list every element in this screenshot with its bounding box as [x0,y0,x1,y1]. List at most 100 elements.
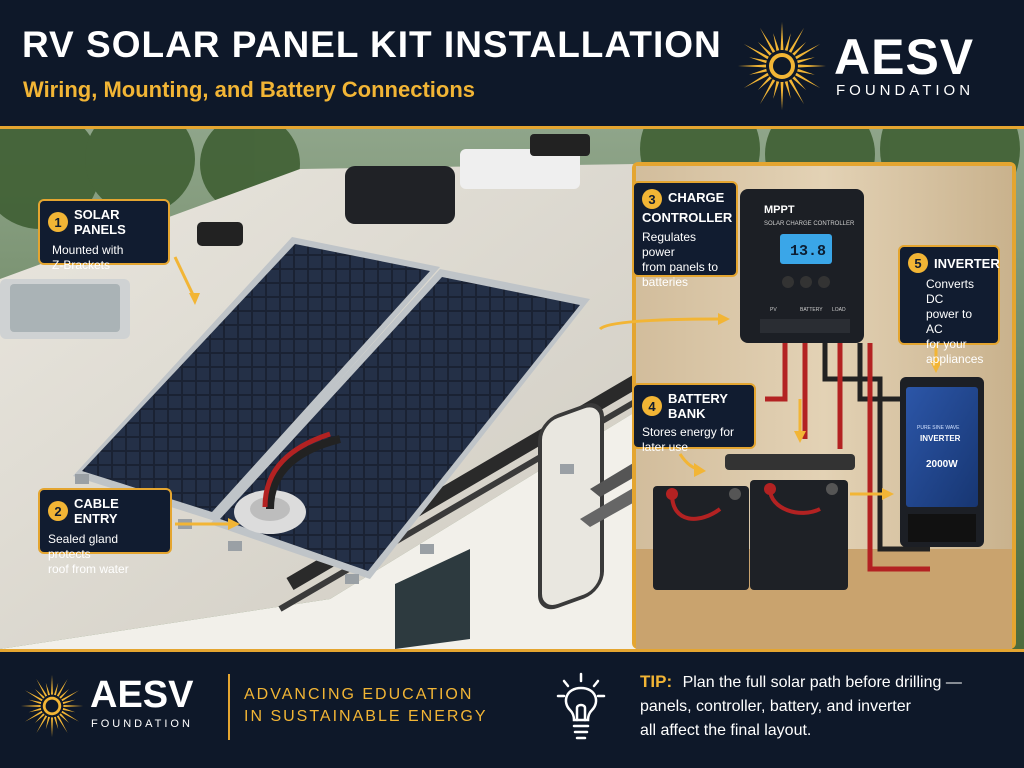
callout-desc-line: from panels to [642,260,719,274]
sun-ray [25,710,43,722]
sun-ray [36,679,48,697]
connection-arrows [173,256,942,530]
callout-desc-line: Stores energy for [642,425,735,439]
sun-ray [28,699,42,705]
sun-ray [797,57,815,64]
rv-side-wall [0,409,640,649]
sun-ray [45,682,51,696]
sun-ray [62,707,76,713]
solar-panel-left [73,237,440,521]
sun-ray [63,704,84,708]
tip-label: TIP: [640,672,673,691]
sun-ray [56,679,68,697]
footer: AESV FOUNDATION ADVANCING EDUCATION IN S… [0,652,1024,768]
sun-ray [780,81,784,110]
sun-ray [50,717,54,738]
callout-title-line: CHARGE [668,190,725,205]
callout-title: BATTERY BANK [668,391,728,421]
sun-ray [773,33,780,51]
callout-desc-line: batteries [642,275,689,289]
tip-text-line: Plan the full solar path before drilling… [682,674,962,691]
sun-ray [53,682,59,696]
callout-title: SOLAR PANELS [74,207,126,237]
installation-scene: MPPT SOLAR CHARGE CONTROLLER 13.8 PV BAT… [0,129,1024,649]
sun-ray [795,72,821,88]
controller-sub-label: SOLAR CHARGE CONTROLLER [764,221,855,227]
sun-ray [45,716,51,730]
sun-ray [757,76,772,91]
page-subtitle: Wiring, Mounting, and Battery Connection… [23,77,476,102]
sun-ray [760,79,776,105]
brand-logo-top: AESV FOUNDATION [734,18,1014,114]
callout-title: INVERTER [934,255,1000,271]
solar-panel-right [210,269,590,579]
callout-number: 1 [48,212,68,232]
brand-logo-bottom: AESV FOUNDATION [18,670,228,750]
callout-inverter: 5 INVERTER Converts DC power to AC for yo… [898,245,1000,366]
callout-battery-bank: 4 BATTERY BANK Stores energy for later us… [632,383,756,454]
lightbulb-icon [556,672,606,740]
sun-ray [36,715,48,733]
sun-ray [749,68,767,75]
header: RV SOLAR PANEL KIT INSTALLATION Wiring, … [0,0,1024,126]
inverter-watt-label: 2000W [926,459,958,470]
sun-ray [792,76,807,91]
inverter-sub-label: PURE SINE WAVE [917,425,960,431]
callout-desc-line: later use [642,440,689,454]
sun-ray [62,699,76,705]
sun-ray [53,716,59,730]
controller-display: 13.8 [790,243,826,260]
terminal-load: LOAD [832,307,846,313]
sun-ray [59,713,70,724]
terminal-battery: BATTERY [800,307,823,313]
footer-divider [0,649,1024,652]
brand-name: AESV [834,29,975,85]
brand-foundation: FOUNDATION [91,718,193,730]
page-title: RV SOLAR PANEL KIT INSTALLATION [22,24,722,65]
sun-ray [788,27,804,53]
callout-desc-line: Z-Brackets [52,258,111,272]
battery-bank [653,480,848,590]
mission-line-1: ADVANCING EDUCATION [244,686,474,703]
callout-solar-panels: 1 SOLAR PANELS Mounted with Z-Brackets [38,199,170,272]
controller-brand-label: MPPT [764,204,795,216]
roof-vent [345,166,455,224]
callout-number: 4 [642,396,662,416]
inverter-unit [900,377,984,547]
sun-ray [56,715,68,733]
callout-charge-controller: 3 CHARGE CONTROLLER Regulates power from… [632,181,738,289]
footer-vertical-divider [228,674,230,740]
sun-ray [50,674,54,695]
sun-ray [749,57,767,64]
sun-ray [738,64,767,68]
sun-ray [780,22,784,51]
inverter-name-label: INVERTER [920,434,961,443]
sun-ray [797,68,815,75]
sun-ray [34,688,45,699]
sun-ray [784,81,791,99]
callout-number: 5 [908,253,928,273]
callout-desc-line: for your [926,337,967,351]
brand-name: AESV [90,674,194,716]
sun-ray [760,27,776,53]
tip-text-line: all affect the final layout. [640,722,812,739]
callout-desc-line: Mounted with [52,243,124,257]
sun-logo-icon [20,674,84,738]
terminal-pv: PV [770,307,777,313]
sun-ray [784,33,791,51]
callout-number: 3 [642,189,662,209]
brand-foundation: FOUNDATION [836,82,975,99]
callout-desc-line: power to AC [926,307,973,336]
sun-ray [61,710,79,722]
sun-ray [797,64,826,68]
callout-desc-line: Converts DC [926,277,975,306]
sun-ray [795,44,821,60]
sun-ray [59,688,70,699]
sun-ray [773,81,780,99]
sun-ray [792,41,807,56]
header-divider [0,126,1024,129]
callout-desc-line: appliances [926,352,984,366]
sun-ray [61,690,79,702]
sun-ray [28,707,42,713]
